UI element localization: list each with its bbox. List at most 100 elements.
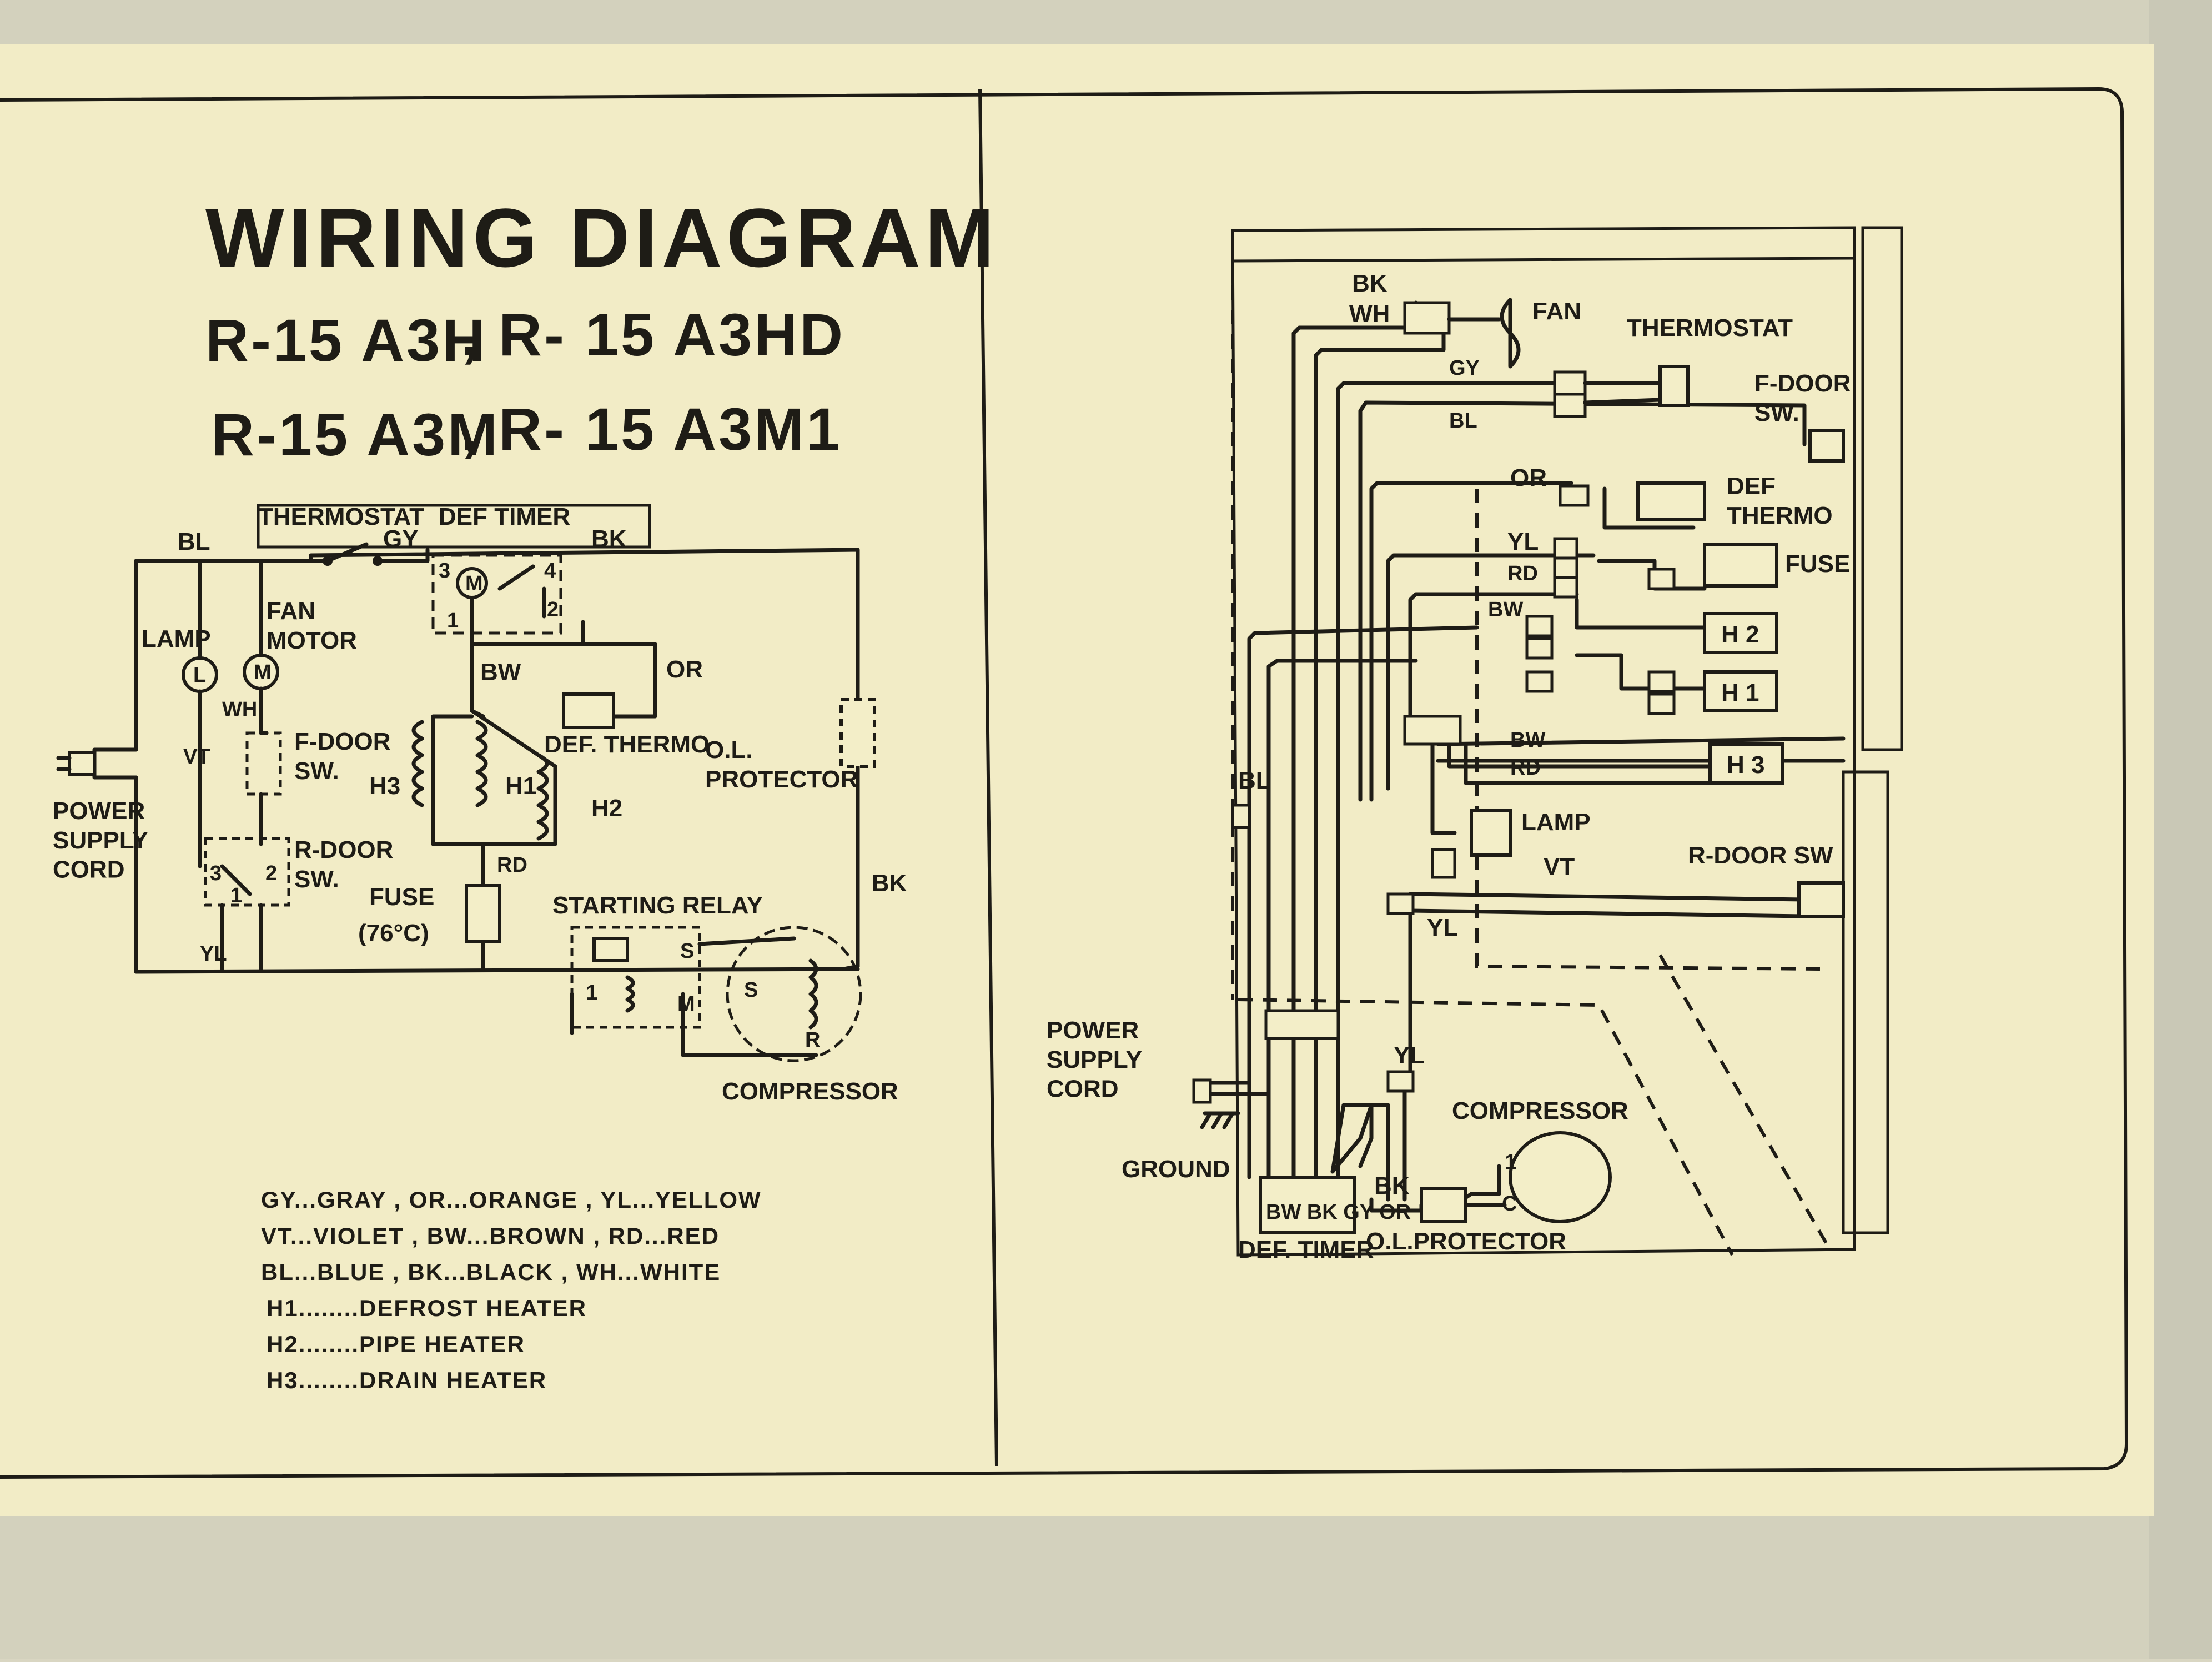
relay-contact [592, 937, 629, 962]
legend-line-1: GY...GRAY , OR...ORANGE , YL...YELLOW [261, 1187, 762, 1213]
diagram-title: WIRING DIAGRAM [205, 191, 999, 284]
sch-rsw-1: 1 [230, 884, 242, 907]
h1-connector-a [1647, 670, 1676, 693]
lay-vt-label: VT [1544, 853, 1575, 880]
fuse-connector [1647, 568, 1676, 590]
lay-r-door-label: R-DOOR SW [1688, 842, 1833, 869]
power-plug [68, 751, 96, 776]
model-line1-b: , R- 15 A3HD [461, 301, 845, 368]
harness-wire-6 [1358, 400, 1807, 802]
lay-comp-c: C [1502, 1192, 1517, 1216]
model-line2-a: R-15 A3M [211, 401, 500, 468]
lay-compressor-label: COMPRESSOR [1452, 1097, 1628, 1124]
label-border [0, 87, 2129, 1479]
r-door-switch-symbol [1797, 881, 1845, 918]
lay-lamp-label: LAMP [1521, 809, 1591, 836]
sch-relay-m: M [677, 992, 695, 1016]
lay-bw2-label: BW [1510, 729, 1545, 752]
ol-protector-symbol [1420, 1187, 1467, 1223]
sch-timer-2: 2 [547, 598, 559, 621]
lay-def-timer-label: DEF. TIMER [1238, 1236, 1374, 1263]
sch-rsw-3: 3 [210, 862, 222, 885]
timer-wiring [470, 597, 657, 719]
lay-h2-label: H 2 [1721, 621, 1759, 648]
sch-relay-1: 1 [586, 981, 597, 1005]
color-legend: GY...GRAY , OR...ORANGE , YL...YELLOW VT… [261, 1187, 762, 1393]
sch-wh-label: WH [222, 698, 257, 721]
h1-connector-b [1647, 692, 1676, 715]
freezer-door-panel [1861, 226, 1903, 751]
cabinet-top-line [1232, 257, 1855, 263]
sch-lamp-label: LAMP [142, 625, 211, 652]
fridge-door-panel [1842, 770, 1889, 1234]
sch-lamp-l: L [193, 664, 206, 687]
bl-connector [1231, 804, 1251, 829]
legend-line-3: BL...BLUE , BK...BLACK , WH...WHITE [261, 1259, 721, 1285]
lay-timer-terminals: BW BK GY OR [1266, 1201, 1411, 1224]
r-door-wires [220, 864, 263, 971]
lay-bw-label: BW [1488, 598, 1523, 621]
harness-wire-12 [1447, 742, 1712, 785]
lay-yl-label: YL [1507, 528, 1539, 555]
lay-comp-1: 1 [1505, 1151, 1516, 1174]
ol-protector-symbol [839, 698, 876, 768]
lay-thermostat-label: THERMOSTAT [1627, 314, 1793, 342]
legend-line-5: H2........PIPE HEATER [267, 1331, 525, 1357]
h-connector-3 [1525, 670, 1554, 693]
sch-fan-m: M [254, 661, 272, 684]
lay-ground-label: GROUND [1122, 1156, 1230, 1183]
starting-relay-box [570, 926, 701, 1029]
model-line2-b: , R- 15 A3M1 [461, 395, 842, 463]
yl-connector [1553, 537, 1578, 560]
sch-fuse-label: FUSE [369, 883, 434, 911]
sch-bk-label: BK [591, 525, 627, 553]
lamp-fan-wires [198, 559, 269, 846]
compressor-symbol [726, 926, 862, 1062]
heater-coils [411, 720, 549, 841]
compressor-body [1509, 1131, 1612, 1223]
wall-edge [2149, 0, 2212, 1659]
sch-h3-label: H3 [369, 772, 400, 800]
yl-lamp-connector [1386, 892, 1415, 915]
center-divider [978, 88, 998, 1467]
sch-ol-protector-label: O.L.PROTECTOR [705, 736, 858, 793]
legend-line-6: H3........DRAIN HEATER [267, 1367, 547, 1393]
cabinet-dashed-lines [1231, 261, 1828, 1256]
harness-wire-10 [1430, 725, 1457, 835]
thermo-connector-2 [1553, 393, 1587, 418]
sch-fuse-temp-label: (76°C) [358, 920, 429, 947]
lamp-symbol [1470, 809, 1512, 857]
relay-coil-wires [570, 975, 818, 1057]
thermo-connector-1 [1553, 370, 1587, 396]
lay-bk-label: BK [1352, 270, 1387, 297]
top-rail-wire [134, 548, 860, 968]
lay-rd-label: RD [1507, 562, 1538, 585]
h-connector-2 [1525, 637, 1554, 660]
sch-compressor-label: COMPRESSOR [722, 1078, 898, 1105]
lay-bl-label: BL [1449, 409, 1477, 433]
left-rail-wire [103, 559, 860, 974]
h-connector-1 [1525, 615, 1554, 637]
h1-h2-wire [470, 709, 557, 846]
lay-gy-label: GY [1449, 356, 1480, 380]
harness-wire-1 [1247, 625, 1479, 1179]
cabinet-outline [1231, 226, 1856, 1257]
sch-h1-label: H1 [505, 772, 536, 800]
sch-rsw-2: 2 [265, 862, 277, 885]
model-line1-a: R-15 A3H [205, 307, 487, 374]
sch-bk2-label: BK [872, 870, 907, 897]
h2-box [1703, 612, 1778, 654]
harness-wire-4 [1314, 328, 1446, 1179]
lay-bl2-label: BL [1238, 767, 1271, 794]
or-connector [1559, 484, 1590, 507]
sch-or-label: OR [666, 656, 703, 683]
lay-h1-label: H 1 [1721, 679, 1759, 706]
def-thermo-symbol [1636, 481, 1706, 521]
